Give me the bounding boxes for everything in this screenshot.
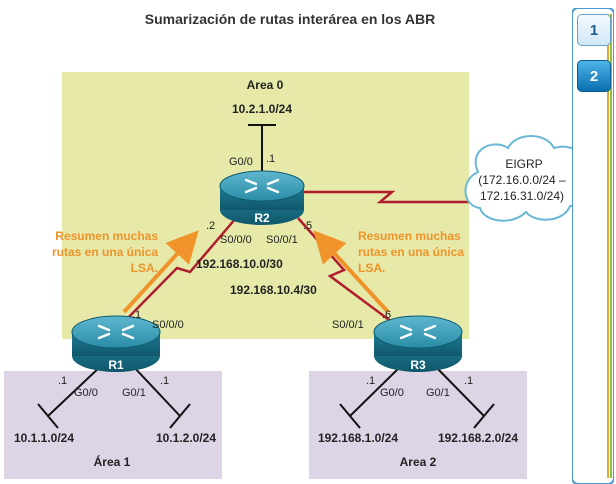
r1-r2-serial-link xyxy=(117,217,237,329)
annotation-line: Resumen muchas xyxy=(358,229,461,243)
r2-g00-label: G0/0 xyxy=(229,156,253,168)
area-2-zone xyxy=(309,371,527,479)
r3-g00-segment xyxy=(339,403,361,429)
r3-g01-host: .1 xyxy=(464,375,473,387)
r1-g01-label: G0/1 xyxy=(122,387,146,399)
r2-s001-label: S0/0/1 xyxy=(266,234,298,246)
r2-right-host: .5 xyxy=(303,220,312,232)
eigrp-cloud-line: 172.16.31.0/24) xyxy=(480,189,564,203)
r1-g01-segment xyxy=(169,403,191,429)
r1-lan-a-network: 10.1.1.0/24 xyxy=(14,431,74,445)
router-arrows-icon xyxy=(244,178,280,194)
left-summary-annotation: Resumen muchas rutas en una única LSA. xyxy=(52,229,158,275)
link-r1-r2-network: 192.168.10.0/30 xyxy=(196,257,283,271)
r1-g00-segment xyxy=(37,403,59,429)
r1-g01-link xyxy=(131,364,181,417)
r3-top-host: .6 xyxy=(382,309,391,321)
area-1-zone xyxy=(4,371,222,479)
r3-g01-segment xyxy=(473,403,495,429)
diagram-title: Sumarización de rutas interárea en los A… xyxy=(145,11,435,27)
router-r2[interactable]: R2 xyxy=(219,170,305,225)
r1-g00-link xyxy=(47,364,103,417)
r1-s000-label: S0/0/0 xyxy=(152,319,184,331)
link-r2-r3-network: 192.168.10.4/30 xyxy=(230,283,317,297)
router-r2-label: R2 xyxy=(254,211,270,225)
r1-g01-host: .1 xyxy=(160,375,169,387)
r3-lan-a-network: 192.168.1.0/24 xyxy=(318,431,398,445)
annotation-line: rutas en una única xyxy=(358,245,464,259)
eigrp-cloud-line: EIGRP xyxy=(505,157,542,171)
eigrp-cloud-line: (172.16.0.0/24 – xyxy=(478,173,566,187)
r3-summary-arrow xyxy=(313,230,390,314)
r3-g00-label: G0/0 xyxy=(380,387,404,399)
r2-eigrp-serial-link xyxy=(302,190,470,204)
right-summary-annotation: Resumen muchas rutas en una única LSA. xyxy=(358,229,464,275)
annotation-line: LSA. xyxy=(131,261,158,275)
r2-s000-label: S0/0/0 xyxy=(220,234,252,246)
router-arrows-icon xyxy=(399,324,437,340)
r3-lan-b-network: 192.168.2.0/24 xyxy=(438,431,518,445)
router-r1-label: R1 xyxy=(108,358,124,372)
area-2-label: Area 2 xyxy=(400,455,437,469)
r2-g00-host: .1 xyxy=(266,153,275,165)
annotation-line: rutas en una única xyxy=(52,245,158,259)
r1-summary-arrow xyxy=(122,230,199,314)
r1-g00-label: G0/0 xyxy=(74,387,98,399)
r3-s001-label: S0/0/1 xyxy=(332,319,364,331)
router-r3[interactable]: R3 xyxy=(373,315,463,372)
router-r3-label: R3 xyxy=(410,358,426,372)
area-0-label: Area 0 xyxy=(247,78,284,92)
step-2-button[interactable]: 2 xyxy=(577,60,611,92)
area-1-label: Área 1 xyxy=(94,454,131,469)
annotation-line: LSA. xyxy=(358,261,385,275)
r3-g00-host: .1 xyxy=(366,375,375,387)
r2-left-host: .2 xyxy=(206,220,215,232)
r1-lan-b-network: 10.1.2.0/24 xyxy=(156,431,216,445)
router-r1[interactable]: R1 xyxy=(71,315,161,372)
r3-g01-link xyxy=(433,364,485,417)
r3-g00-link xyxy=(349,364,403,417)
router-arrows-icon xyxy=(97,324,135,340)
r3-g01-label: G0/1 xyxy=(426,387,450,399)
r2-lan-network: 10.2.1.0/24 xyxy=(232,102,292,116)
r1-top-host: .1 xyxy=(132,309,141,321)
eigrp-cloud: EIGRP (172.16.0.0/24 – 172.16.31.0/24) xyxy=(464,135,591,222)
r1-g00-host: .1 xyxy=(58,375,67,387)
annotation-line: Resumen muchas xyxy=(55,229,158,243)
step-1-button[interactable]: 1 xyxy=(577,14,611,46)
